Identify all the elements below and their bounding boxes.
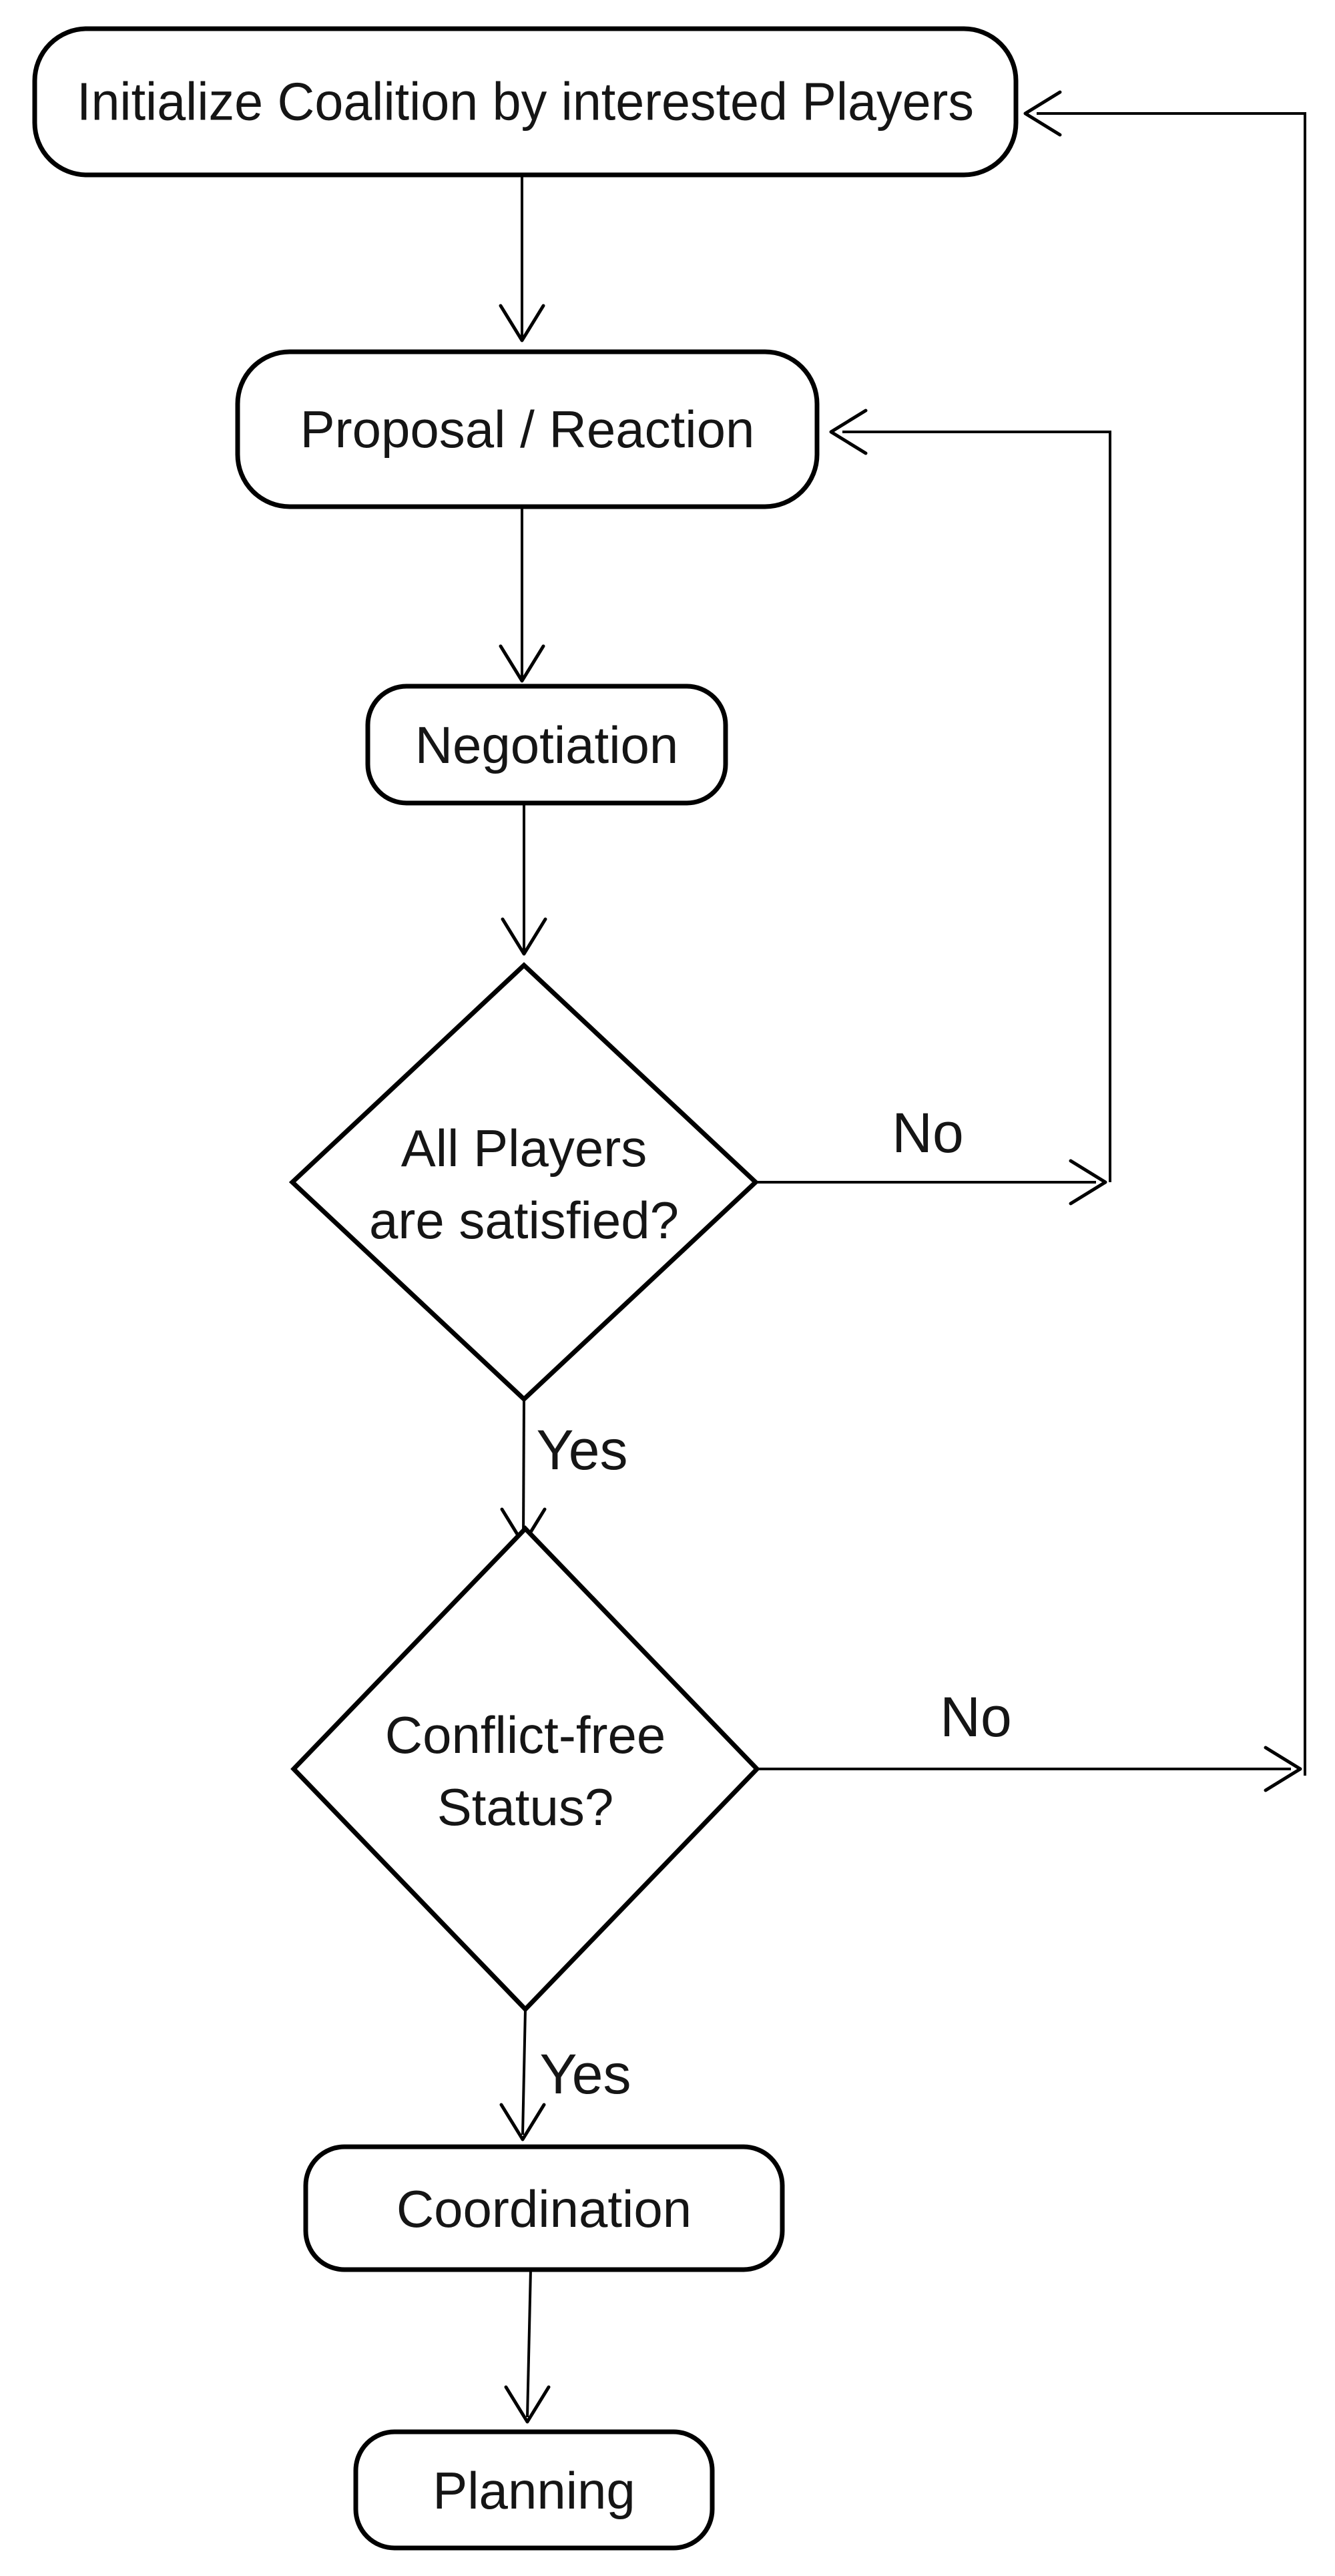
edge-decision2-yes	[499, 2009, 546, 2141]
node-coordination-shape	[303, 2144, 785, 2272]
node-negotiation: Negotiation	[365, 684, 728, 806]
node-proposal-reaction: Proposal / Reaction	[235, 349, 820, 509]
node-initialize-shape	[32, 26, 1019, 178]
label-no-all-players: No	[892, 1101, 963, 1164]
decision1-label-line2: are satisfied?	[369, 1191, 679, 1250]
edge-line	[522, 1398, 525, 1541]
decision1-diamond-shape	[288, 962, 760, 1402]
node-planning: Planning	[353, 2429, 715, 2551]
node-coordination-label: Coordination	[396, 2179, 692, 2238]
edge-decision1-no-loop	[756, 409, 1111, 1206]
node-negotiation-label: Negotiation	[415, 716, 679, 774]
arrowhead-down-icon	[499, 304, 545, 342]
decision1-label-line1: All Players	[401, 1119, 647, 1178]
decision2-diamond-shape	[290, 1525, 760, 2013]
edge-initialize-to-proposal	[499, 175, 545, 342]
edge-proposal-to-negotiation	[499, 507, 545, 683]
decision-conflict-free-status: Conflict-free Status?	[290, 1525, 760, 2013]
node-initialize-coalition: Initialize Coalition by interested Playe…	[32, 26, 1019, 178]
arrowhead-down-icon	[499, 644, 545, 683]
arrowhead-left-icon	[1023, 90, 1062, 137]
label-no-conflict-free: No	[940, 1686, 1011, 1748]
feedback-line-inner	[842, 431, 1111, 1182]
arrowhead-right-icon	[1264, 1746, 1302, 1792]
node-negotiation-shape	[365, 684, 728, 806]
label-yes-conflict-free: Yes	[539, 2043, 631, 2105]
label-yes-all-players: Yes	[536, 1419, 627, 1481]
decision2-label-line2: Status?	[437, 1778, 614, 1836]
arrowhead-down-icon	[499, 2103, 546, 2141]
arrowhead-right-icon	[1069, 1159, 1107, 1206]
edge-coordination-to-planning	[504, 2269, 551, 2424]
node-coordination: Coordination	[303, 2144, 785, 2272]
feedback-line-outer	[1037, 112, 1306, 1776]
node-proposal-shape	[235, 349, 820, 509]
edge-decision2-no-loop	[757, 90, 1306, 1792]
arrowhead-down-icon	[501, 917, 547, 956]
decision2-label-line1: Conflict-free	[385, 1706, 665, 1764]
edge-line	[521, 2009, 527, 2135]
node-proposal-label: Proposal / Reaction	[300, 400, 755, 459]
arrowhead-down-icon	[504, 2385, 551, 2424]
decision-all-players-satisfied: All Players are satisfied?	[288, 962, 760, 1402]
arrowhead-left-icon	[829, 409, 868, 455]
node-planning-shape	[353, 2429, 715, 2551]
node-initialize-label: Initialize Coalition by interested Playe…	[77, 72, 974, 132]
edge-line	[526, 2269, 532, 2418]
node-planning-label: Planning	[433, 2461, 635, 2520]
edge-negotiation-to-decision1	[501, 803, 547, 956]
